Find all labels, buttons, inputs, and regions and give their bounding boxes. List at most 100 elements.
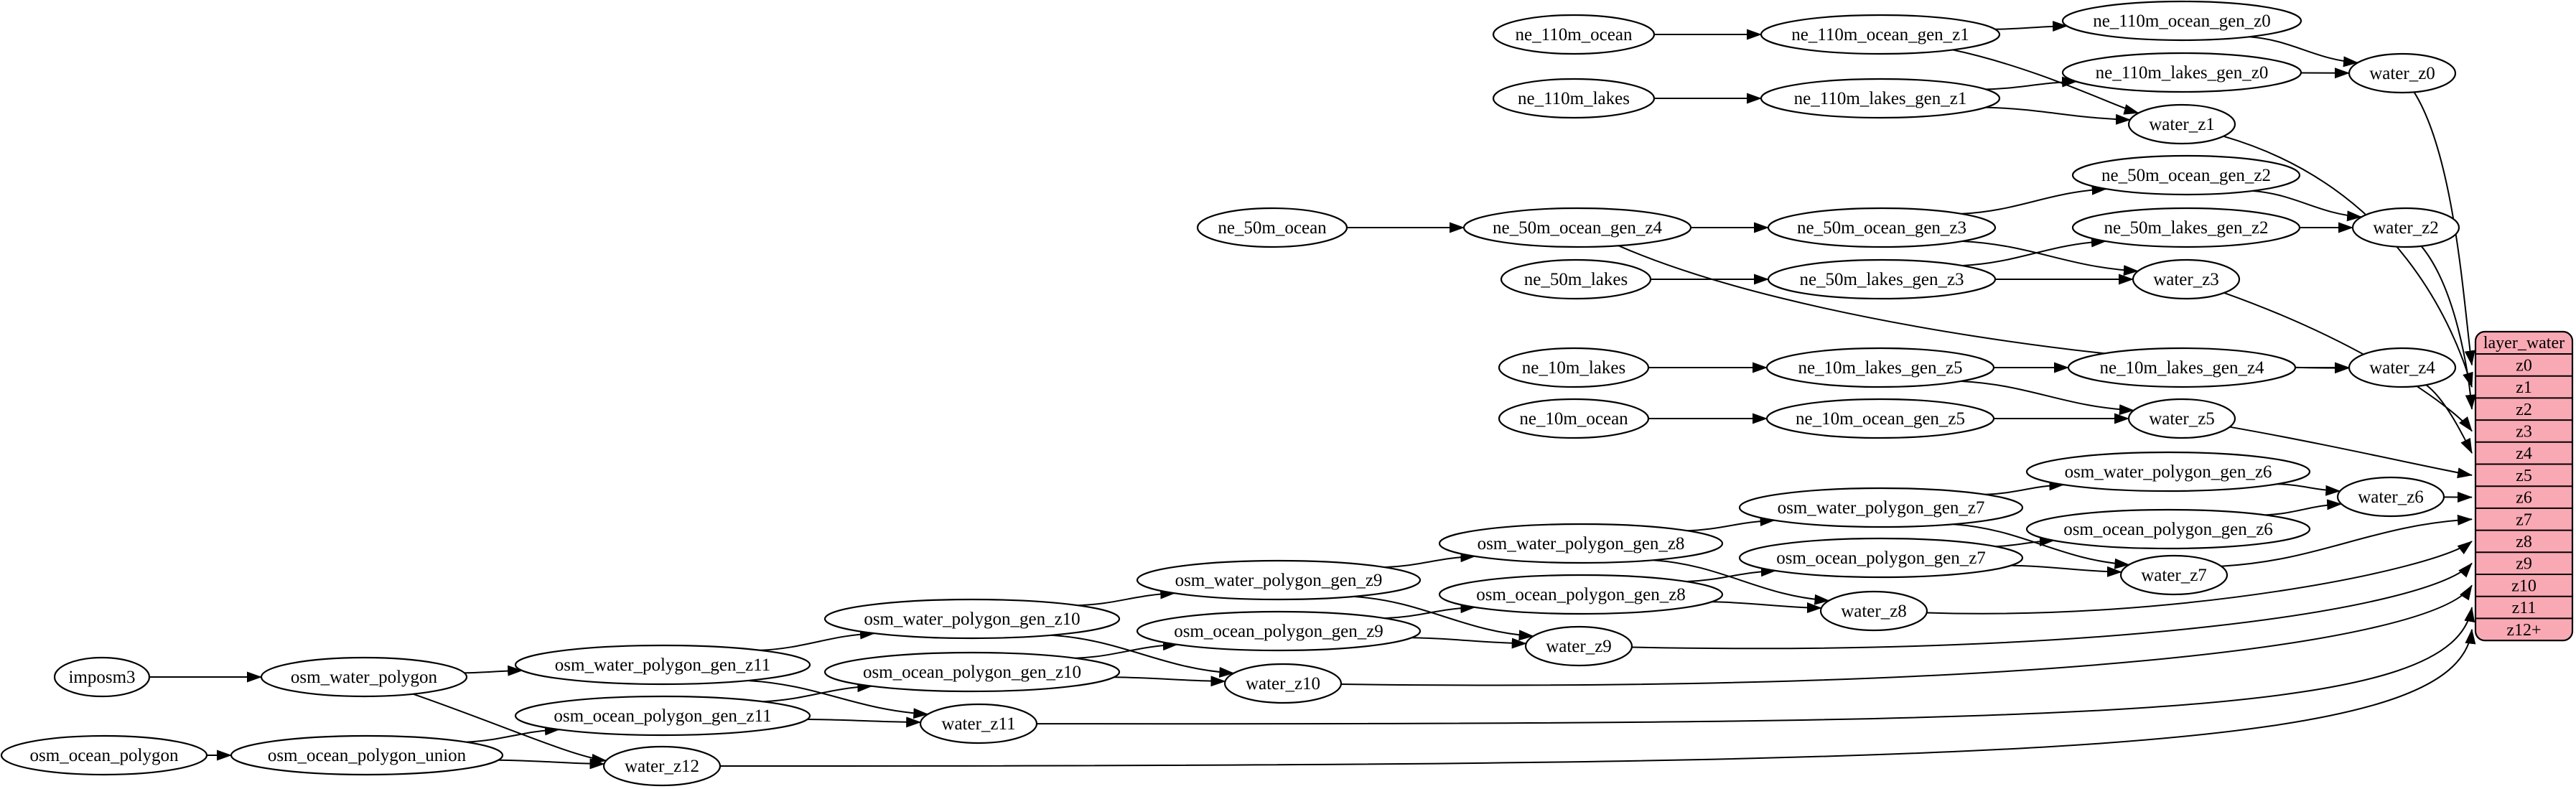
node-label-ne_50m_ocean_gen_z3: ne_50m_ocean_gen_z3: [1797, 218, 1966, 238]
node-shape-ne_110m_lakes: [1492, 78, 1656, 119]
node-water_z12: water_z12: [602, 745, 722, 787]
node-shape-ne_110m_lakes_gen_z0: [2061, 52, 2302, 93]
node-osm_water_polygon_gen_z9: osm_water_polygon_gen_z9: [1136, 559, 1422, 601]
node-ne_50m_lakes: ne_50m_lakes: [1500, 258, 1652, 300]
node-shape-ne_10m_ocean: [1498, 398, 1650, 439]
node-water_z1: water_z1: [2127, 103, 2236, 145]
node-shape-osm_ocean_polygon_gen_z10: [823, 651, 1121, 693]
edge-water_z11-to-layer_water-z11: [1036, 607, 2475, 725]
node-label-water_z10: water_z10: [1246, 674, 1320, 694]
node-label-osm_water_polygon_gen_z6: osm_water_polygon_gen_z6: [2065, 462, 2272, 482]
node-osm_ocean_polygon: osm_ocean_polygon: [0, 734, 208, 776]
node-ne_110m_ocean: ne_110m_ocean: [1492, 14, 1656, 55]
edge-ne_110m_lakes_gen_z1-to-ne_110m_lakes_gen_z0: [1985, 76, 2078, 90]
node-label-ne_50m_lakes_gen_z2: ne_50m_lakes_gen_z2: [2104, 218, 2268, 238]
node-shape-ne_50m_lakes_gen_z2: [2071, 207, 2301, 248]
node-label-imposm3: imposm3: [68, 668, 135, 687]
node-osm_ocean_polygon_gen_z8: osm_ocean_polygon_gen_z8: [1438, 574, 1724, 615]
layer-water-row-z4: z4: [2516, 444, 2532, 463]
layer-water-row-z12+: z12+: [2506, 621, 2541, 640]
layer-water-row-z1: z1: [2516, 378, 2532, 397]
node-shape-ne_10m_lakes_gen_z4: [2067, 347, 2297, 388]
node-ne_110m_ocean_gen_z0: ne_110m_ocean_gen_z0: [2061, 0, 2302, 42]
node-ne_10m_lakes: ne_10m_lakes: [1498, 347, 1650, 388]
node-ne_110m_lakes: ne_110m_lakes: [1492, 78, 1656, 119]
layer-water-row-z8: z8: [2516, 533, 2532, 551]
edge-osm_ocean_polygon_gen_z11-to-water_z11: [807, 716, 922, 728]
node-shape-osm_water_polygon_gen_z10: [823, 598, 1121, 640]
node-shape-osm_water_polygon_gen_z7: [1738, 487, 2024, 528]
layer-water-table: layer_waterz0z1z2z3z4z5z6z7z8z9z10z11z12…: [2474, 330, 2574, 642]
edge-osm_water_polygon_gen_z11-to-water_z11: [747, 680, 929, 719]
edge-osm_water_polygon-to-water_z12: [412, 693, 607, 765]
node-shape-ne_50m_ocean_gen_z3: [1767, 207, 1997, 248]
node-shape-osm_water_polygon_gen_z8: [1438, 523, 1724, 564]
node-shape-water_z2: [2351, 207, 2460, 248]
edge-water_z10-to-layer_water-z10: [1340, 584, 2473, 686]
node-label-osm_water_polygon_gen_z8: osm_water_polygon_gen_z8: [1478, 534, 1685, 554]
edge-osm_water_polygon_gen_z9-to-water_z9: [1353, 595, 1534, 641]
node-label-water_z0: water_z0: [2369, 64, 2435, 83]
node-shape-imposm3: [53, 656, 151, 698]
node-label-ne_110m_lakes_gen_z0: ne_110m_lakes_gen_z0: [2096, 63, 2269, 83]
node-water_z4: water_z4: [2348, 347, 2457, 388]
node-label-ne_50m_ocean: ne_50m_ocean: [1218, 218, 1327, 238]
node-ne_50m_ocean: ne_50m_ocean: [1196, 207, 1348, 248]
edge-osm_ocean_polygon_union-to-water_z12: [498, 758, 605, 770]
node-shape-osm_ocean_polygon_gen_z6: [2025, 508, 2311, 550]
node-label-ne_110m_ocean_gen_z1: ne_110m_ocean_gen_z1: [1791, 25, 1969, 45]
node-ne_10m_lakes_gen_z4: ne_10m_lakes_gen_z4: [2067, 347, 2297, 388]
node-shape-water_z8: [1819, 590, 1928, 632]
node-label-osm_ocean_polygon_union: osm_ocean_polygon_union: [268, 746, 467, 765]
node-shape-water_z9: [1524, 625, 1633, 667]
node-osm_water_polygon: osm_water_polygon: [260, 656, 468, 698]
edge-osm_water_polygon_gen_z11-to-osm_water_polygon_gen_z10: [760, 628, 875, 651]
node-water_z7: water_z7: [2119, 554, 2229, 596]
node-label-ne_110m_ocean_gen_z0: ne_110m_ocean_gen_z0: [2093, 11, 2271, 31]
node-label-osm_water_polygon_gen_z10: osm_water_polygon_gen_z10: [864, 610, 1080, 629]
node-label-osm_ocean_polygon_gen_z9: osm_ocean_polygon_gen_z9: [1174, 622, 1383, 641]
node-shape-osm_water_polygon: [260, 656, 468, 698]
node-ne_50m_ocean_gen_z3: ne_50m_ocean_gen_z3: [1767, 207, 1997, 248]
node-osm_water_polygon_gen_z11: osm_water_polygon_gen_z11: [514, 644, 811, 686]
node-label-osm_water_polygon: osm_water_polygon: [291, 668, 438, 687]
edge-ne_10m_lakes_gen_z5-to-water_z5: [1961, 381, 2134, 416]
node-water_z3: water_z3: [2132, 258, 2241, 300]
node-water_z5: water_z5: [2127, 398, 2236, 439]
node-label-ne_10m_lakes: ne_10m_lakes: [1522, 358, 1625, 378]
node-label-osm_ocean_polygon_gen_z8: osm_ocean_polygon_gen_z8: [1476, 585, 1686, 604]
node-label-ne_10m_lakes_gen_z5: ne_10m_lakes_gen_z5: [1798, 358, 1962, 378]
node-label-ne_10m_ocean_gen_z5: ne_10m_ocean_gen_z5: [1796, 409, 1965, 429]
node-osm_ocean_polygon_gen_z10: osm_ocean_polygon_gen_z10: [823, 651, 1121, 693]
edge-ne_110m_ocean_gen_z0-to-water_z0: [2249, 36, 2358, 67]
node-shape-ne_10m_lakes: [1498, 347, 1650, 388]
node-water_z0: water_z0: [2348, 52, 2457, 94]
node-ne_10m_lakes_gen_z5: ne_10m_lakes_gen_z5: [1765, 347, 1995, 388]
node-shape-ne_50m_ocean: [1196, 207, 1348, 248]
edge-ne_50m_lakes_gen_z3-to-ne_50m_lakes_gen_z2: [1962, 236, 2106, 266]
layer-water-row-z2: z2: [2516, 401, 2532, 419]
node-water_z10: water_z10: [1223, 663, 1343, 704]
node-label-water_z5: water_z5: [2149, 409, 2215, 429]
node-label-water_z12: water_z12: [625, 757, 699, 776]
edge-water_z12-to-layer_water-z12+: [719, 628, 2476, 767]
edge-water_z5-to-layer_water-z5: [2229, 426, 2473, 479]
layer-water-title: layer_water: [2483, 334, 2565, 353]
node-shape-ne_50m_ocean_gen_z4: [1462, 207, 1692, 248]
edge-osm_water_polygon_gen_z8-to-water_z8: [1653, 559, 1830, 605]
node-label-ne_110m_lakes: ne_110m_lakes: [1518, 89, 1630, 108]
layer-water-row-z10: z10: [2511, 576, 2537, 595]
node-label-water_z1: water_z1: [2149, 115, 2215, 134]
edge-water_z1-to-layer_water-z1: [2223, 135, 2473, 388]
node-osm_water_polygon_gen_z7: osm_water_polygon_gen_z7: [1738, 487, 2024, 528]
node-label-water_z2: water_z2: [2373, 218, 2439, 238]
node-shape-osm_ocean_polygon_gen_z8: [1438, 574, 1724, 615]
node-label-osm_water_polygon_gen_z7: osm_water_polygon_gen_z7: [1778, 498, 1985, 518]
edge-osm_water_polygon_gen_z8-to-osm_water_polygon_gen_z7: [1687, 515, 1775, 532]
node-shape-water_z0: [2348, 52, 2457, 94]
edge-water_z7-to-layer_water-z7: [2221, 514, 2473, 567]
edge-ne_50m_ocean_gen_z3-to-water_z3: [1962, 241, 2139, 276]
node-label-water_z3: water_z3: [2153, 270, 2219, 289]
node-shape-osm_ocean_polygon_gen_z7: [1738, 537, 2024, 579]
